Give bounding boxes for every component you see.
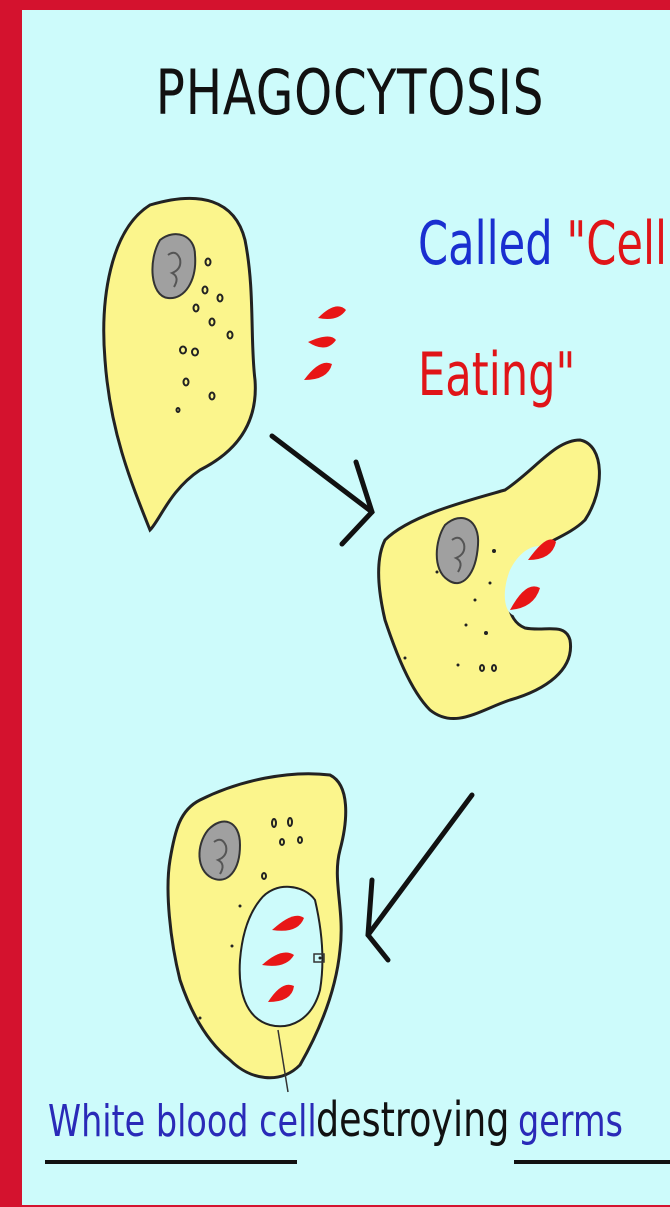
arrow-1: [272, 436, 372, 544]
underline-white-blood-cell: [45, 1160, 297, 1164]
white-blood-cell-3: [168, 774, 346, 1092]
callout-cell: "Cell: [566, 209, 667, 279]
page-title: PHAGOCYTOSIS: [77, 56, 623, 129]
germs-free: [304, 306, 346, 380]
caption-destroying: destroying: [316, 1096, 509, 1144]
white-blood-cell-2: [379, 440, 600, 719]
caption-germs: germs: [518, 1100, 623, 1144]
arrow-2: [368, 795, 472, 960]
callout-line-1: Called "Cell: [418, 214, 667, 274]
callout-called: Called: [418, 209, 566, 279]
caption-white-blood-cell: White blood cell: [48, 1100, 317, 1144]
underline-germs: [514, 1160, 670, 1164]
white-blood-cell-1: [104, 198, 256, 530]
callout-line-2: Eating": [418, 345, 575, 405]
